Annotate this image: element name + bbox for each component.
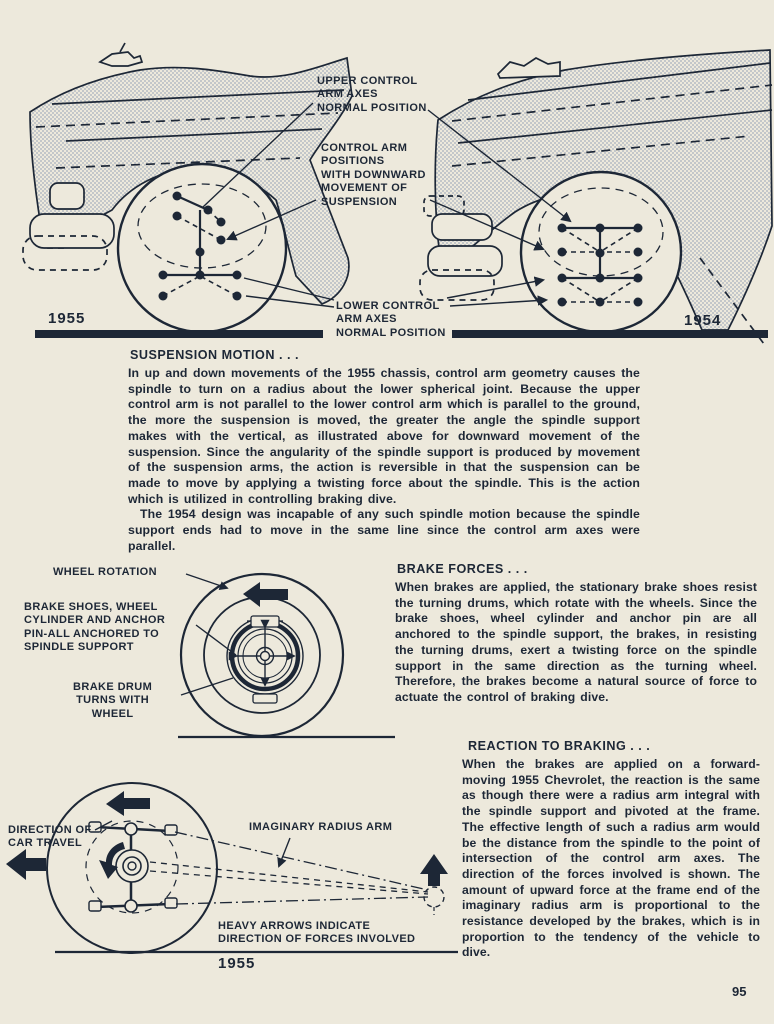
brake-wheel-diagram: [178, 572, 395, 739]
direction-of-travel-label: DIRECTION OF CAR TRAVEL: [8, 824, 92, 850]
imaginary-radius-arm-label: IMAGINARY RADIUS ARM: [249, 821, 393, 833]
suspension-comparison-diagram: [22, 42, 773, 345]
spindle-assembly: [88, 821, 178, 913]
brake-forces-heading: BRAKE FORCES . . .: [397, 562, 528, 576]
car-1955-body: [22, 42, 353, 306]
suspension-motion-para2: The 1954 design was incapable of any suc…: [128, 507, 640, 553]
spindle-crosshair: [228, 619, 296, 687]
frame-pivot: [423, 886, 445, 908]
car-travel-arrow: [6, 849, 46, 880]
lower-control-arm-label: LOWER CONTROL ARM AXES NORMAL POSITION: [336, 300, 446, 339]
page-number: 95: [732, 984, 747, 999]
upper-control-arm-label: UPPER CONTROL ARM AXES NORMAL POSITION: [317, 75, 427, 114]
year-label-1955: 1955: [48, 310, 86, 327]
wheel-1955: [116, 162, 288, 334]
linkage-1954: [557, 223, 643, 307]
brake-forces-body: When brakes are applied, the stationary …: [395, 580, 757, 706]
brake-forces-para: When brakes are applied, the stationary …: [395, 580, 757, 704]
brake-shoes-label: BRAKE SHOES, WHEEL CYLINDER AND ANCHOR P…: [24, 601, 166, 654]
brake-drum-label: BRAKE DRUM TURNS WITH WHEEL: [73, 681, 153, 720]
year-label-bottom-1955: 1955: [218, 955, 256, 972]
year-label-1954: 1954: [684, 312, 722, 329]
ground-baseline: [35, 330, 768, 338]
suspension-motion-body: In up and down movements of the 1955 cha…: [128, 366, 640, 554]
suspension-motion-heading: SUSPENSION MOTION . . .: [130, 348, 299, 362]
suspension-motion-para1: In up and down movements of the 1955 cha…: [128, 366, 640, 506]
leader-lines: [202, 102, 572, 308]
radius-arm-diagram: [6, 782, 458, 954]
reaction-para: When the brakes are applied on a forward…: [462, 757, 760, 960]
wheel-top-arrow: [106, 791, 150, 816]
control-arm-positions-label: CONTROL ARM POSITIONS WITH DOWNWARD MOVE…: [321, 142, 426, 208]
bottom-leader-lines: [94, 820, 291, 868]
linkage-1955: [158, 191, 242, 301]
hub-torque-arrow: [99, 842, 125, 879]
force-arrows: [6, 791, 448, 886]
frame-up-arrow: [420, 854, 448, 886]
radius-arm-lines: [149, 831, 429, 905]
wheel-rotation-arrow: [243, 582, 288, 607]
reaction-heading: REACTION TO BRAKING . . .: [468, 739, 651, 753]
wheel-rotation-label: WHEEL ROTATION: [53, 566, 157, 578]
brake-drum: [226, 615, 304, 704]
wheel-1954: [519, 170, 683, 334]
suspension-arc: [85, 820, 179, 914]
brake-leader-lines: [180, 573, 237, 696]
reaction-body: When the brakes are applied on a forward…: [462, 757, 760, 961]
heavy-arrows-label: HEAVY ARROWS INDICATE DIRECTION OF FORCE…: [218, 920, 416, 946]
